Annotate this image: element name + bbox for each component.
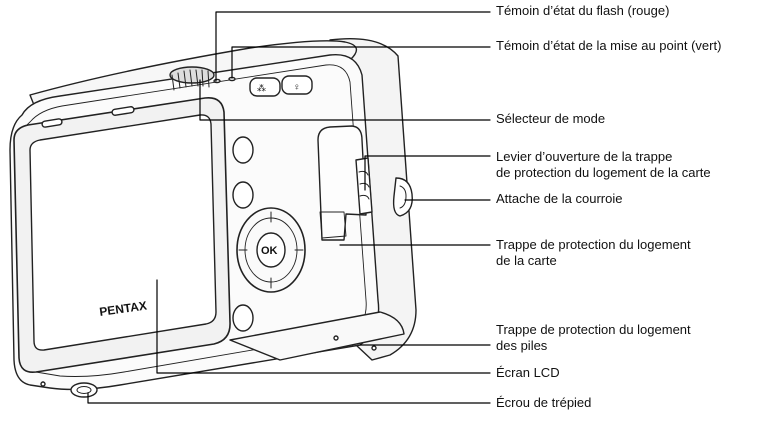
label-mode-dial: Sélecteur de mode — [496, 111, 606, 126]
leader-flash — [215, 11, 491, 82]
label-lcd: Écran LCD — [496, 365, 560, 380]
tripod-socket-inner — [76, 386, 92, 394]
label-strap-lug: Attache de la courroie — [496, 191, 623, 206]
flash-status-led — [213, 78, 221, 84]
side-button-3 — [232, 304, 254, 332]
mode-dial — [169, 66, 215, 84]
label-focus-led: Témoin d’état de la mise au point (vert) — [496, 38, 722, 53]
label-flash-led: Témoin d’état du flash (rouge) — [496, 3, 670, 18]
card-cover-lower — [319, 211, 347, 239]
tele-glyph: ♀ — [293, 82, 301, 93]
leader-lcd — [156, 279, 491, 374]
battery-cover — [229, 311, 405, 361]
screw-2 — [371, 345, 377, 351]
zoom-button-wide — [249, 77, 281, 97]
brand-logo: PENTAX — [98, 298, 147, 319]
side-button-1 — [232, 136, 254, 164]
zoom-button-tele — [281, 75, 313, 95]
label-tripod: Écrou de trépied — [496, 395, 592, 410]
screw-3 — [40, 381, 46, 387]
four-way-ticks — [238, 211, 304, 289]
leader-mode — [199, 79, 491, 121]
screw-1 — [333, 335, 339, 341]
top-button-left — [41, 118, 63, 128]
strap-lug — [392, 177, 413, 217]
leader-card-lever — [364, 155, 491, 191]
strap-lug-hole — [399, 185, 407, 209]
leader-tripod — [87, 392, 491, 404]
tripod-socket — [70, 382, 98, 398]
label-battery-cover: Trappe de protection du logement des pil… — [496, 322, 691, 353]
leader-lines — [87, 11, 491, 404]
side-button-2 — [232, 181, 254, 209]
leader-focus — [231, 46, 491, 79]
lcd-screen — [29, 114, 217, 351]
label-card-cover: Trappe de protection du logement de la c… — [496, 237, 691, 268]
top-button-middle — [111, 106, 135, 116]
ok-button — [256, 232, 286, 268]
mode-dial-ridges — [171, 69, 210, 91]
label-card-lever: Levier d’ouverture de la trappe de prote… — [496, 149, 711, 180]
wide-glyph: ⁂ — [257, 83, 266, 93]
ok-button-label: OK — [261, 245, 278, 257]
